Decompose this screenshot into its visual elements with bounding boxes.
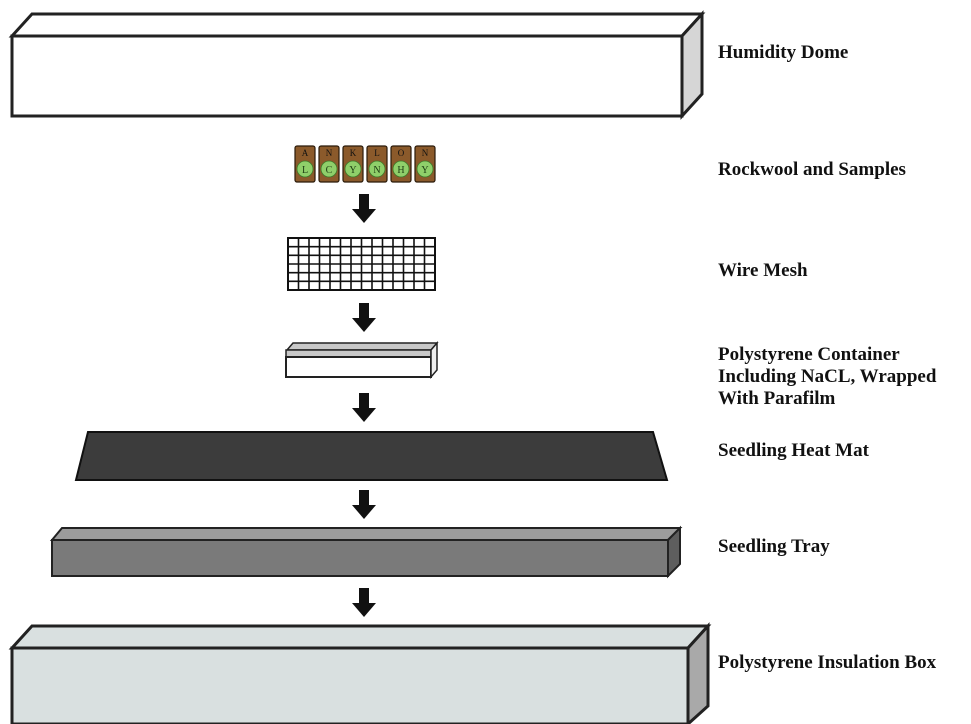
rockwool-cell: LN <box>366 145 388 183</box>
cell-top-letter: L <box>374 148 380 158</box>
label-insulation-box: Polystyrene Insulation Box <box>718 652 937 673</box>
rockwool-cell: KY <box>342 145 364 183</box>
rockwool-cell: NC <box>318 145 340 183</box>
insulation-box-top <box>8 624 712 650</box>
seedling-tray-front <box>51 539 669 577</box>
container-side <box>430 340 438 380</box>
label-seedling-tray: Seedling Tray <box>718 536 830 557</box>
polystyrene-insulation-box <box>8 622 712 724</box>
seedling-tray-top <box>49 527 683 541</box>
rockwool-cell: AL <box>294 145 316 183</box>
seedling-heat-mat <box>74 431 669 481</box>
insulation-box-side <box>686 622 710 724</box>
down-arrow-icon <box>352 393 376 422</box>
sample-leaf-icon <box>344 160 362 178</box>
cell-top-letter: N <box>422 148 429 158</box>
rockwool-cell: NY <box>414 145 436 183</box>
sample-leaf-icon <box>416 160 434 178</box>
rockwool-cell: OH <box>390 145 412 183</box>
label-container-line-2: Including NaCL, Wrapped <box>718 366 937 387</box>
polystyrene-container <box>285 340 439 380</box>
label-polystyrene-container: Polystyrene Container Including NaCL, Wr… <box>718 344 936 410</box>
cell-top-letter: N <box>326 148 333 158</box>
label-container-line-3: With Parafilm <box>718 388 836 409</box>
sample-leaf-icon <box>392 160 410 178</box>
cell-top-letter: O <box>398 148 405 158</box>
cell-bottom-letter: L <box>302 165 308 176</box>
insulation-box-front <box>10 646 690 724</box>
down-arrow-icon <box>352 588 376 617</box>
cell-bottom-letter: Y <box>349 165 356 176</box>
humidity-dome-side <box>680 10 704 120</box>
label-rockwool: Rockwool and Samples <box>718 159 906 180</box>
label-wire-mesh: Wire Mesh <box>718 260 808 281</box>
container-lid <box>285 342 439 351</box>
label-container-line-1: Polystyrene Container <box>718 344 900 365</box>
seedling-tray <box>49 525 683 579</box>
seedling-tray-side <box>667 525 681 579</box>
humidity-dome-top <box>8 12 706 38</box>
container-body <box>285 356 432 378</box>
label-humidity-dome: Humidity Dome <box>718 42 849 63</box>
label-heat-mat: Seedling Heat Mat <box>718 440 869 461</box>
down-arrow-icon <box>352 303 376 332</box>
cell-bottom-letter: C <box>326 165 333 176</box>
down-arrow-icon <box>352 194 376 223</box>
sample-leaf-icon <box>296 160 314 178</box>
sample-leaf-icon <box>368 160 386 178</box>
cell-bottom-letter: H <box>397 165 404 176</box>
wire-mesh <box>287 237 436 291</box>
sample-leaf-icon <box>320 160 338 178</box>
humidity-dome <box>8 10 706 120</box>
humidity-dome-front <box>10 34 684 118</box>
cell-top-letter: K <box>350 148 357 158</box>
down-arrow-icon <box>352 490 376 519</box>
cell-bottom-letter: N <box>373 165 380 176</box>
cell-top-letter: A <box>302 148 309 158</box>
cell-bottom-letter: Y <box>421 165 428 176</box>
